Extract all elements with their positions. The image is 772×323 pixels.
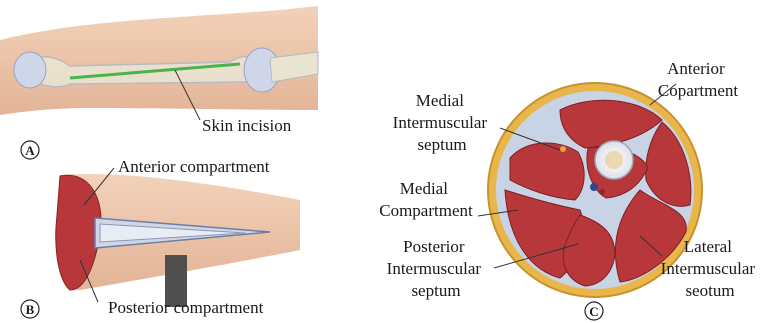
anterior-copartment-line-1: Anterior [667, 59, 725, 78]
hip-joint [14, 52, 46, 88]
medial-septum-label: Medial Intermuscular septum [393, 91, 492, 154]
medial-septum-line-2: Intermuscular [393, 113, 488, 132]
posterior-septum-line-2: Intermuscular [387, 259, 482, 278]
medial-compartment-line-2: Compartment [379, 201, 473, 220]
lateral-septum-line-2: Intermuscular [661, 259, 756, 278]
medial-compartment-label: Medial Compartment [379, 179, 473, 220]
panel-b-letter: B [26, 302, 35, 317]
vessel-2 [599, 189, 605, 195]
panel-a-letter: A [25, 143, 35, 158]
anterior-copartment-line-2: Copartment [658, 81, 739, 100]
vessel-1 [590, 183, 598, 191]
anterior-copartment-label: Anterior Copartment [658, 59, 739, 100]
panel-a: Skin incision A [0, 6, 318, 159]
anterior-compartment-label: Anterior compartment [118, 157, 270, 176]
marrow [605, 151, 623, 169]
posterior-compartment-label: Posterior compartment [108, 298, 264, 317]
lateral-septum-line-3: seotum [685, 281, 734, 300]
skin-incision-label: Skin incision [202, 116, 292, 135]
posterior-septum-line-3: septum [411, 281, 460, 300]
medial-compartment-line-1: Medial [400, 179, 448, 198]
posterior-septum-line-1: Posterior [403, 237, 465, 256]
medial-septum-line-1: Medial [416, 91, 464, 110]
vessel-3 [560, 146, 566, 152]
panel-c: Anterior Copartment Medial Intermuscular… [379, 59, 759, 320]
lateral-septum-line-1: Lateral [684, 237, 732, 256]
medial-septum-line-3: septum [417, 135, 466, 154]
panel-c-letter: C [589, 304, 598, 319]
panel-b: Anterior compartment Posterior compartme… [21, 157, 300, 318]
posterior-septum-label: Posterior Intermuscular septum [387, 237, 486, 300]
